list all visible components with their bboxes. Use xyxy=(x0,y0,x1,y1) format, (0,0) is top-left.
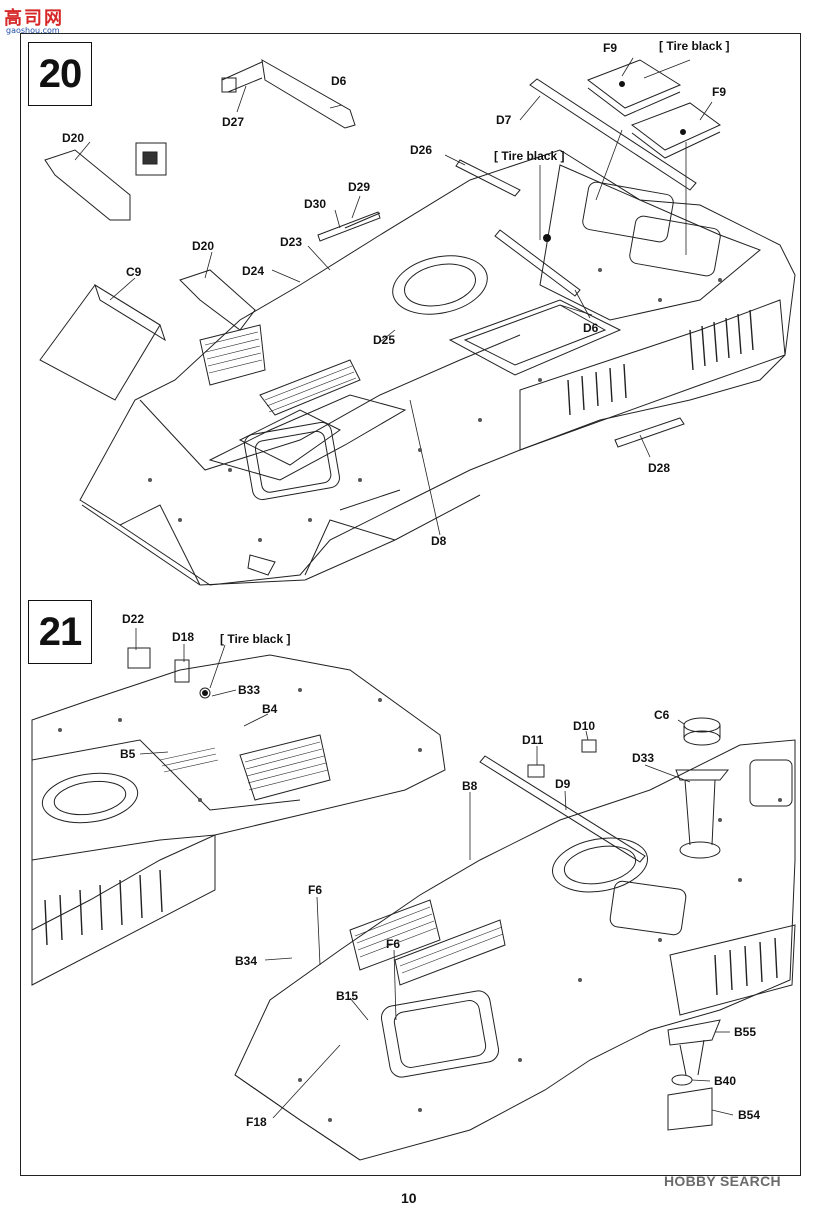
watermark-hobby-search: HOBBY SEARCH xyxy=(664,1173,781,1189)
watermark-site-name: 高司网 xyxy=(4,8,64,28)
page-number: 10 xyxy=(401,1190,417,1206)
label-d30: D30 xyxy=(304,197,327,211)
label-b40: B40 xyxy=(714,1074,737,1088)
label-b15: B15 xyxy=(336,989,359,1003)
label-d33: D33 xyxy=(632,751,655,765)
label-b5: B5 xyxy=(120,747,136,761)
label-d24: D24 xyxy=(242,264,265,278)
label-b8: B8 xyxy=(462,779,478,793)
label-d11: D11 xyxy=(522,733,544,747)
watermark-url: gaoshou.com xyxy=(6,26,60,35)
label-f9-b: F9 xyxy=(712,85,727,99)
label-b33: B33 xyxy=(238,683,261,697)
label-c6: C6 xyxy=(654,708,670,722)
label-f6-a: F6 xyxy=(308,883,323,897)
label-d23: D23 xyxy=(280,235,303,249)
label-d6-b: D6 xyxy=(583,321,599,335)
label-d25: D25 xyxy=(373,333,396,347)
label-d26: D26 xyxy=(410,143,433,157)
label-d29: D29 xyxy=(348,180,371,194)
label-f18: F18 xyxy=(246,1115,267,1129)
label-d18: D18 xyxy=(172,630,195,644)
label-f6-b: F6 xyxy=(386,937,401,951)
label-d20-b: D20 xyxy=(192,239,215,253)
label-c9: C9 xyxy=(126,265,142,279)
page-frame xyxy=(20,33,801,1176)
watermark-logo: 高司网 gaoshou.com xyxy=(4,4,74,38)
label-d9: D9 xyxy=(555,777,571,791)
step-number-21: 21 xyxy=(28,600,92,664)
note-tire-black-a: [ Tire black ] xyxy=(659,39,730,53)
label-b54: B54 xyxy=(738,1108,761,1122)
step-number-20: 20 xyxy=(28,42,92,106)
note-tire-black-b: [ Tire black ] xyxy=(494,149,565,163)
label-d8: D8 xyxy=(431,534,447,548)
label-d6-top: D6 xyxy=(331,74,347,88)
label-b34: B34 xyxy=(235,954,258,968)
note-tire-black: [ Tire black ] xyxy=(220,632,291,646)
label-d7: D7 xyxy=(496,113,512,127)
label-b55: B55 xyxy=(734,1025,757,1039)
label-b4: B4 xyxy=(262,702,278,716)
label-d22: D22 xyxy=(122,612,145,626)
label-d10: D10 xyxy=(573,719,596,733)
label-d28: D28 xyxy=(648,461,671,475)
label-d27: D27 xyxy=(222,115,245,129)
label-f9-a: F9 xyxy=(603,41,618,55)
label-d20-a: D20 xyxy=(62,131,85,145)
